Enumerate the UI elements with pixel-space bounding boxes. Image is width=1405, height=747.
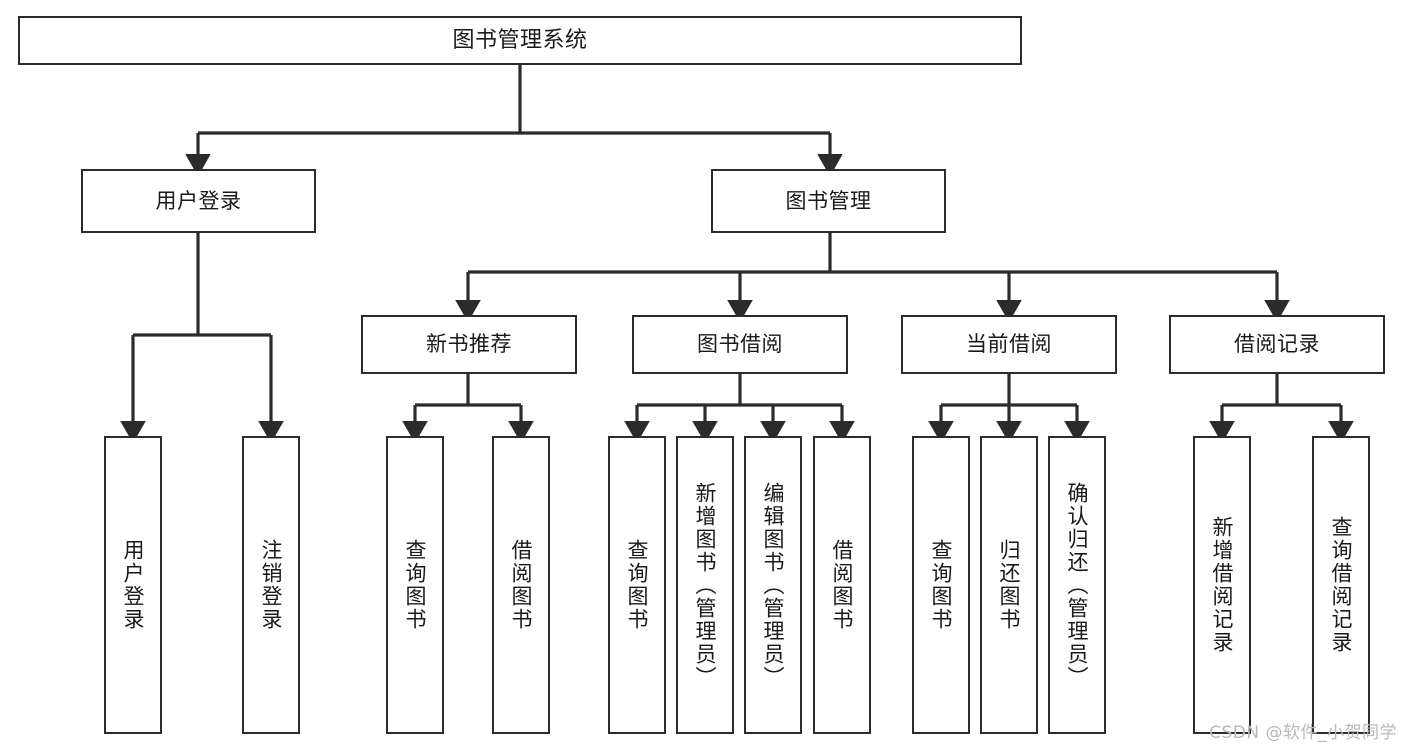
node-book-manage-label: 图书管理	[785, 188, 872, 213]
node-leaf-query-book-1-label: 查询图书	[403, 539, 428, 631]
node-book-borrow[interactable]: 图书借阅	[632, 315, 848, 374]
node-root-label: 图书管理系统	[452, 27, 588, 53]
node-leaf-borrow-book-1[interactable]: 借阅图书	[492, 436, 550, 734]
node-leaf-return-book-label: 归还图书	[997, 539, 1022, 631]
node-leaf-borrow-book-1-label: 借阅图书	[509, 539, 534, 631]
node-leaf-add-record[interactable]: 新增借阅记录	[1193, 436, 1251, 734]
node-current-borrow-label: 当前借阅	[966, 332, 1052, 357]
node-book-manage[interactable]: 图书管理	[711, 169, 946, 233]
node-leaf-query-book-3-label: 查询图书	[929, 539, 954, 631]
node-leaf-edit-book[interactable]: 编辑图书（管理员）	[744, 436, 802, 734]
node-new-book-recommend-label: 新书推荐	[426, 332, 512, 357]
node-leaf-query-book-3[interactable]: 查询图书	[912, 436, 970, 734]
node-book-borrow-label: 图书借阅	[697, 332, 783, 357]
node-leaf-user-login-label: 用户登录	[121, 539, 146, 631]
node-borrow-record-label: 借阅记录	[1234, 332, 1320, 357]
node-leaf-query-book-1[interactable]: 查询图书	[386, 436, 444, 734]
node-leaf-add-book-label: 新增图书（管理员）	[693, 481, 718, 689]
node-leaf-edit-book-label: 编辑图书（管理员）	[761, 481, 786, 689]
node-leaf-logout-login[interactable]: 注销登录	[242, 436, 300, 734]
node-borrow-record[interactable]: 借阅记录	[1169, 315, 1385, 374]
node-leaf-logout-login-label: 注销登录	[259, 539, 284, 631]
node-leaf-query-record-label: 查询借阅记录	[1329, 516, 1354, 654]
node-leaf-borrow-book-2[interactable]: 借阅图书	[813, 436, 871, 734]
node-leaf-add-record-label: 新增借阅记录	[1210, 516, 1235, 654]
node-leaf-borrow-book-2-label: 借阅图书	[830, 539, 855, 631]
node-leaf-confirm-return[interactable]: 确认归还（管理员）	[1048, 436, 1106, 734]
node-root[interactable]: 图书管理系统	[18, 16, 1022, 65]
node-leaf-query-record[interactable]: 查询借阅记录	[1312, 436, 1370, 734]
node-leaf-confirm-return-label: 确认归还（管理员）	[1065, 481, 1090, 689]
node-leaf-return-book[interactable]: 归还图书	[980, 436, 1038, 734]
node-user-login[interactable]: 用户登录	[81, 169, 316, 233]
node-leaf-add-book[interactable]: 新增图书（管理员）	[676, 436, 734, 734]
node-current-borrow[interactable]: 当前借阅	[901, 315, 1117, 374]
node-leaf-query-book-2-label: 查询图书	[625, 539, 650, 631]
node-leaf-user-login[interactable]: 用户登录	[104, 436, 162, 734]
node-user-login-label: 用户登录	[155, 188, 242, 213]
node-new-book-recommend[interactable]: 新书推荐	[361, 315, 577, 374]
node-leaf-query-book-2[interactable]: 查询图书	[608, 436, 666, 734]
